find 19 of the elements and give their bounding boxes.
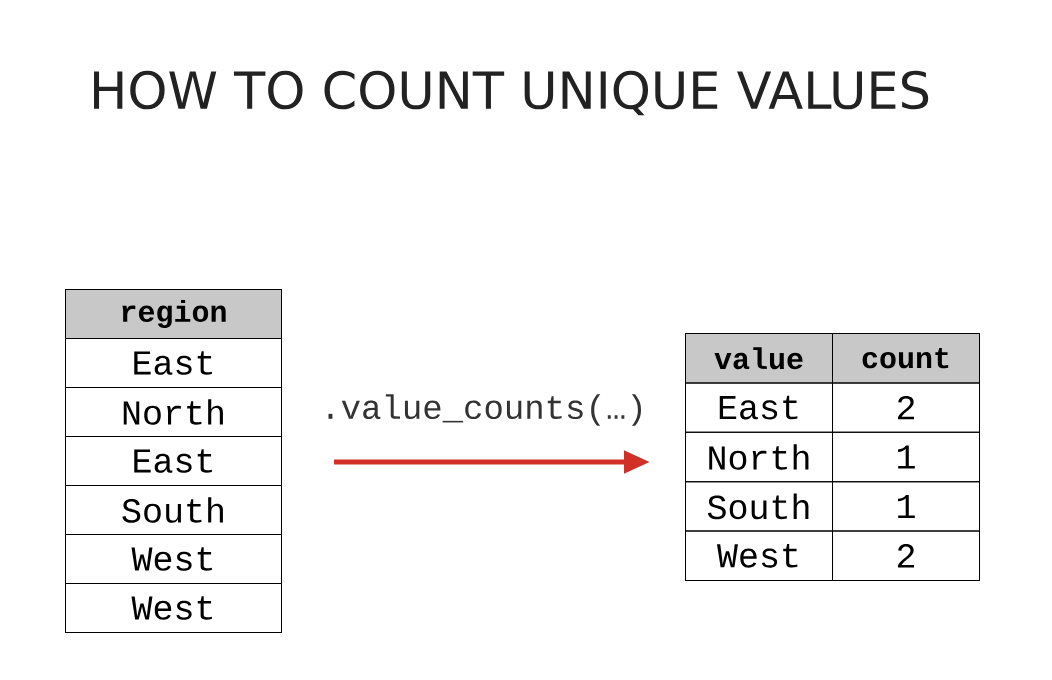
edge-label: .value_counts(…) (319, 393, 648, 427)
table-cell: East (65, 436, 282, 486)
table-cell: 2 (832, 530, 980, 581)
table-cell: North (685, 431, 833, 483)
table-cell: East (685, 382, 833, 433)
header-cell: count (832, 333, 980, 384)
table-cell: East (65, 338, 282, 388)
table-cell: South (65, 485, 282, 535)
table-cell: North (65, 387, 282, 437)
table-cell: West (65, 534, 282, 584)
header-cell: value (685, 333, 833, 384)
table-cell: West (65, 583, 282, 633)
header-cell: region (65, 289, 282, 339)
table-cell: South (685, 481, 833, 532)
table-cell: 2 (832, 382, 980, 433)
table-cell: West (685, 530, 833, 581)
table-cell: 1 (832, 431, 980, 483)
title: HOW TO COUNT UNIQUE VALUES (94, 70, 929, 116)
table-cell: 1 (832, 481, 980, 532)
